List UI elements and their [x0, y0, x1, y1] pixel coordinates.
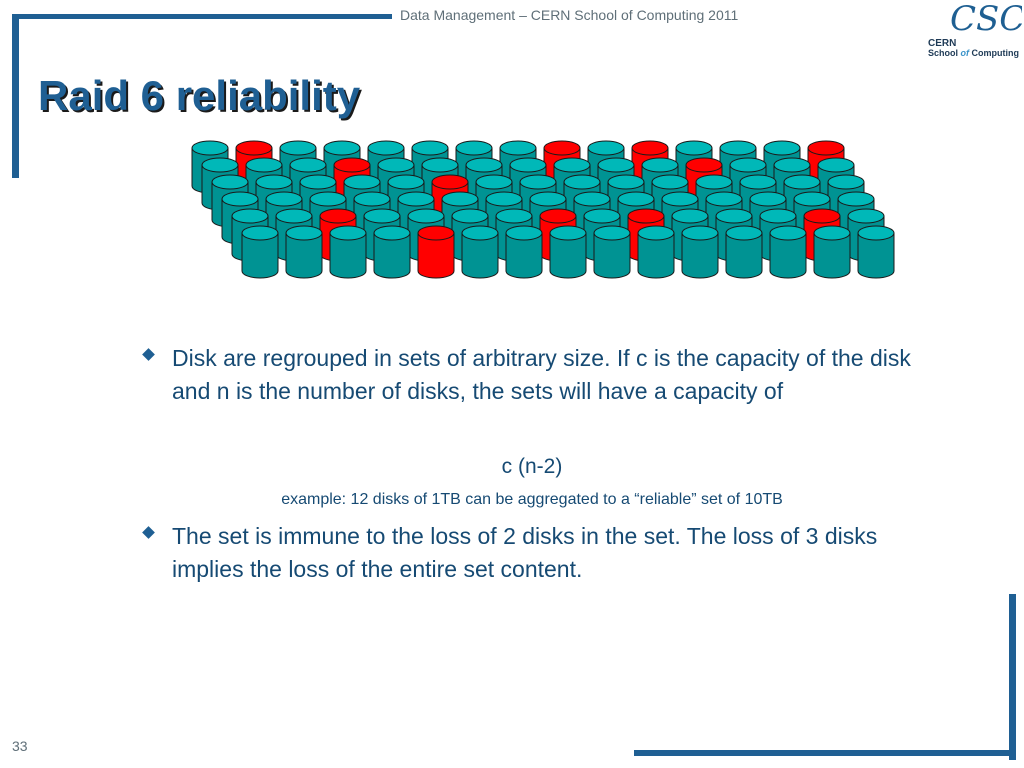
disk — [285, 225, 323, 279]
disk — [813, 225, 851, 279]
frame-top-bar — [12, 14, 392, 19]
bullet-item-2: The set is immune to the loss of 2 disks… — [140, 520, 930, 586]
diamond-bullet-icon — [142, 348, 155, 361]
failed-disk — [417, 225, 455, 279]
logo-monogram: CSC — [950, 0, 1022, 39]
logo-line2: School of Computing — [928, 48, 1019, 58]
disk-array-diagram — [191, 140, 895, 279]
disk — [593, 225, 631, 279]
disk — [857, 225, 895, 279]
logo-line2-of: of — [961, 48, 970, 58]
frame-bottom-bar — [634, 750, 1016, 756]
logo-line2-b: Computing — [969, 48, 1019, 58]
cern-school-of-computing-logo: CSC CERN School of Computing — [928, 0, 1022, 58]
capacity-formula: c (n-2) — [501, 455, 563, 478]
disk — [681, 225, 719, 279]
frame-left-bar — [12, 14, 19, 178]
diamond-bullet-icon — [142, 526, 155, 539]
disk — [373, 225, 411, 279]
bullet-text-2: The set is immune to the loss of 2 disks… — [172, 523, 878, 582]
header-text: Data Management – CERN School of Computi… — [400, 7, 739, 23]
disk — [241, 225, 279, 279]
logo-line1: CERN — [928, 38, 956, 49]
disk — [505, 225, 543, 279]
disk — [637, 225, 675, 279]
disk — [461, 225, 499, 279]
slide-number: 33 — [12, 738, 28, 754]
bullet-item-1: Disk are regrouped in sets of arbitrary … — [140, 342, 930, 408]
capacity-example: example: 12 disks of 1TB can be aggregat… — [281, 491, 783, 508]
frame-right-bar — [1009, 594, 1016, 760]
disk — [769, 225, 807, 279]
disk — [725, 225, 763, 279]
logo-line2-a: School — [928, 48, 961, 58]
bullet-text-1: Disk are regrouped in sets of arbitrary … — [172, 345, 911, 404]
disk — [549, 225, 587, 279]
disk — [329, 225, 367, 279]
slide-title: Raid 6 reliability — [38, 72, 361, 119]
